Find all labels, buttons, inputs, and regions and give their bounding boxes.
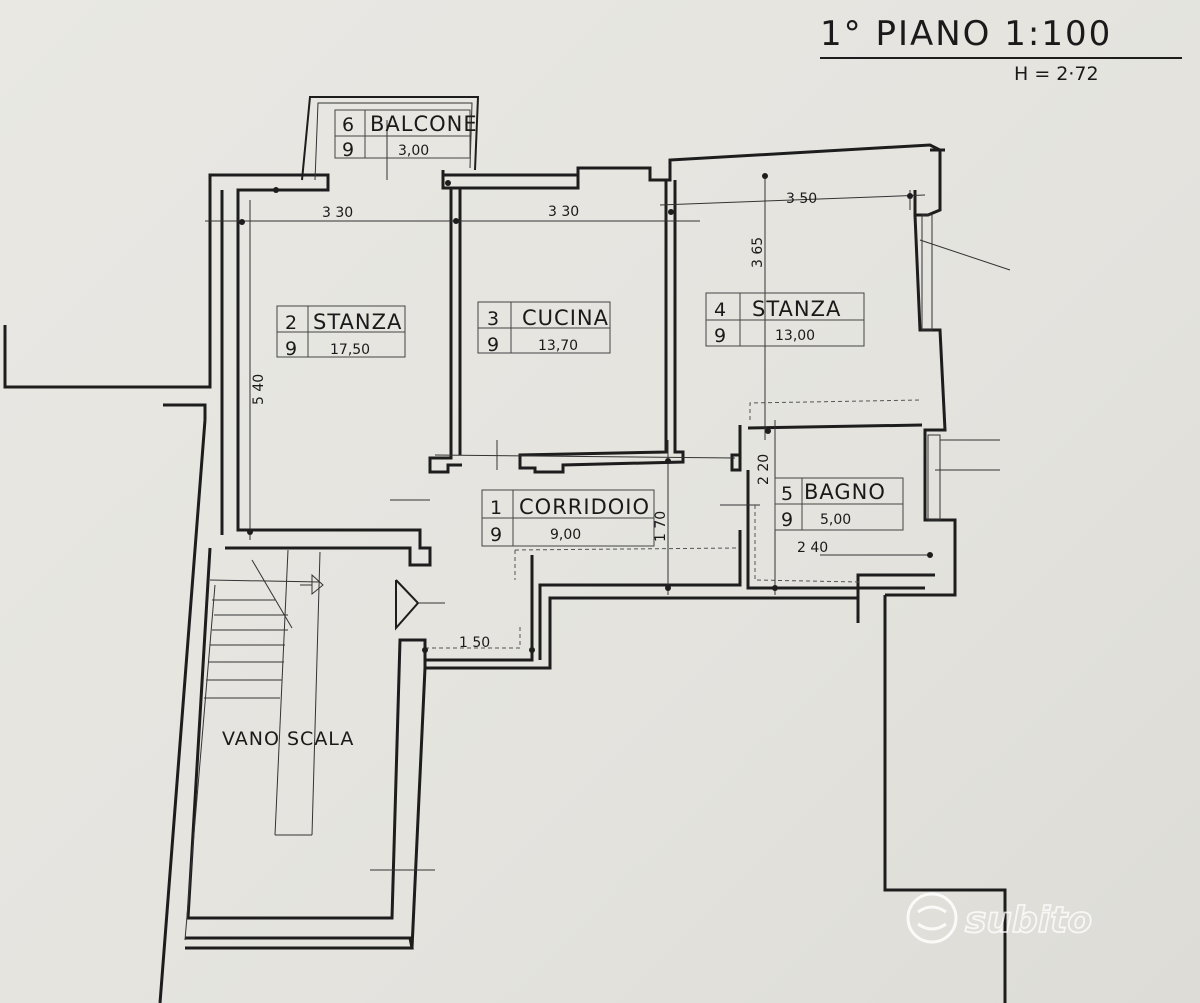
room-label-bagno: 5 BAGNO 9 5,00 xyxy=(774,477,904,531)
dim-corridoio-depth: 1 70 xyxy=(653,511,669,542)
room-number: 4 xyxy=(714,299,726,321)
room-number: 6 xyxy=(342,114,354,136)
room-label-stanza-2: 2 STANZA 9 17,50 xyxy=(276,305,406,360)
room-name: STANZA xyxy=(752,297,841,321)
room-name: CUCINA xyxy=(522,306,609,330)
room-area: 13,00 xyxy=(775,328,815,344)
room-number: 5 xyxy=(781,483,793,505)
dim-stanza4-width: 3 50 xyxy=(786,191,817,207)
room-code: 9 xyxy=(781,509,793,531)
room-code: 9 xyxy=(714,325,726,347)
stair-label: VANO SCALA xyxy=(222,728,354,750)
room-number: 1 xyxy=(490,497,502,519)
watermark-logo-icon xyxy=(906,892,958,944)
room-area: 3,00 xyxy=(398,143,429,159)
room-number: 2 xyxy=(285,312,297,334)
dim-stanza2-width: 3 30 xyxy=(322,205,353,221)
room-label-cucina: 3 CUCINA 9 13,70 xyxy=(477,301,611,356)
room-area: 5,00 xyxy=(820,512,851,528)
watermark: subito xyxy=(906,892,1093,944)
dim-bagno-depth: 2 20 xyxy=(756,454,772,485)
plan-title: 1° PIANO 1:100 xyxy=(820,14,1112,54)
room-name: STANZA xyxy=(313,310,402,334)
ceiling-height: H = 2·72 xyxy=(1014,63,1099,85)
balcony-outline xyxy=(301,96,480,181)
watermark-text: subito xyxy=(965,900,1092,941)
room-code: 9 xyxy=(285,338,297,360)
entrance-door-symbol xyxy=(395,579,445,631)
room-label-balcone: 6 BALCONE 9 3,00 xyxy=(334,109,478,161)
staircase xyxy=(184,549,324,941)
dim-stanza2-depth: 5 40 xyxy=(251,374,267,405)
dim-bagno-width: 2 40 xyxy=(797,540,828,556)
outer-walls xyxy=(3,143,1007,1003)
interior-walls xyxy=(425,180,925,662)
windows-right xyxy=(919,214,1011,521)
room-label-corridoio: 1 CORRIDOIO 9 9,00 xyxy=(481,489,655,547)
room-area: 17,50 xyxy=(330,342,370,358)
room-name: CORRIDOIO xyxy=(519,495,650,519)
dimension-lines xyxy=(205,120,933,871)
room-area: 13,70 xyxy=(538,338,578,354)
room-name: BALCONE xyxy=(370,112,478,136)
room-number: 3 xyxy=(487,308,499,330)
dim-corridoio-width: 1 50 xyxy=(459,635,490,651)
room-name: BAGNO xyxy=(804,480,886,504)
room-code: 9 xyxy=(487,334,499,356)
room-label-stanza-4: 4 STANZA 9 13,00 xyxy=(705,292,865,347)
room-area: 9,00 xyxy=(550,527,581,543)
room-code: 9 xyxy=(342,139,354,161)
overhead-lines xyxy=(425,399,921,649)
dim-cucina-width: 3 30 xyxy=(548,204,579,220)
room-code: 9 xyxy=(490,524,502,546)
dim-stanza4-depth: 3 65 xyxy=(750,237,766,268)
